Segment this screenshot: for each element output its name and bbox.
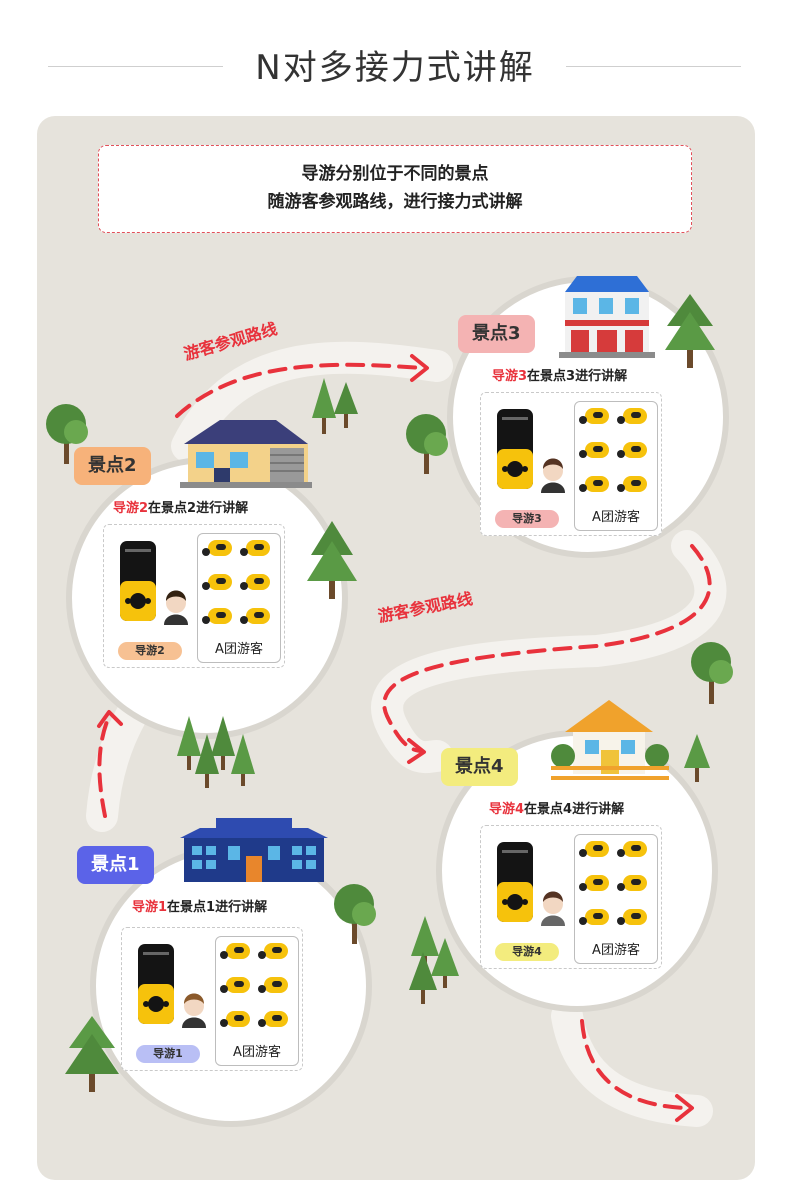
title-divider-right [566,66,741,67]
tree-icon [334,884,376,944]
tour-guide-device-icon [497,409,565,493]
tree-icon [46,404,88,464]
tour-guide-device-icon [497,842,565,926]
tourist-group-4: A团游客 [574,834,658,964]
tourist-group-3: A团游客 [574,401,658,531]
tour-guide-device-icon [120,541,188,625]
title-row: N对多接力式讲解 [0,40,790,96]
guide-kit-2: 导游2 A团游客 [103,524,285,668]
building-icon [180,420,312,488]
group-label-2: A团游客 [215,642,263,657]
road-path [86,341,727,1127]
building-icon [559,276,655,358]
arrowhead-1 [97,710,123,728]
tree-icon [406,414,448,474]
tree-icon [684,734,710,782]
group-label-1: A团游客 [233,1045,281,1060]
spot-caption-4: 导游4在景点4进行讲解 [489,802,625,817]
arrowhead-3 [407,738,426,764]
tourist-group-2: A团游客 [197,533,281,663]
route-arrow-1-2 [97,714,111,818]
spot-tag-1: 景点1 [77,846,154,884]
guide-kit-1: 导游1 A团游客 [121,927,303,1071]
spot-tag-4: 景点4 [441,748,518,786]
building-icon [551,700,669,780]
title-divider-left [48,66,223,67]
tree-icon [691,642,733,704]
guide-badge-4: 导游4 [495,943,559,961]
route-arrow-3-4 [382,544,712,753]
spot-caption-1: 导游1在景点1进行讲解 [132,900,268,915]
group-label-4: A团游客 [592,943,640,958]
tree-icon [409,916,459,1004]
tree-icon [312,378,358,434]
spot-tag-3: 景点3 [458,315,535,353]
intro-line-2: 随游客参观路线，进行接力式讲解 [267,192,523,212]
guide-kit-4: 导游4 A团游客 [480,825,662,969]
group-label-3: A团游客 [592,510,640,525]
tree-icon [65,1016,119,1092]
receiver-headset-icon [220,943,288,1027]
page-title: N对多接力式讲解 [255,48,535,88]
receiver-headset-icon [202,540,270,624]
intro-box: 导游分别位于不同的景点 随游客参观路线，进行接力式讲解 [98,145,692,233]
intro-line-1: 导游分别位于不同的景点 [301,164,489,184]
arrowhead-4 [675,1094,694,1122]
tour-guide-device-icon [138,944,206,1028]
spot-caption-3: 导游3在景点3进行讲解 [492,369,628,384]
building-icon [180,818,328,882]
tree-icon [177,716,255,788]
arrowhead-2 [410,354,429,382]
receiver-headset-icon [579,408,647,492]
scene-panel: 导游分别位于不同的景点 随游客参观路线，进行接力式讲解 游客参观路线 游客参观路… [37,116,755,1180]
route-arrow-2-3 [175,362,424,418]
spot-caption-2: 导游2在景点2进行讲解 [113,501,249,516]
guide-badge-2: 导游2 [118,642,182,660]
receiver-headset-icon [579,841,647,925]
route-arrow-4-out [580,1019,689,1110]
tourist-group-1: A团游客 [215,936,299,1066]
tree-icon [665,294,715,368]
guide-badge-3: 导游3 [495,510,559,528]
tree-icon [307,521,357,599]
guide-kit-3: 导游3 A团游客 [480,392,662,536]
guide-badge-1: 导游1 [136,1045,200,1063]
spot-tag-2: 景点2 [74,447,151,485]
